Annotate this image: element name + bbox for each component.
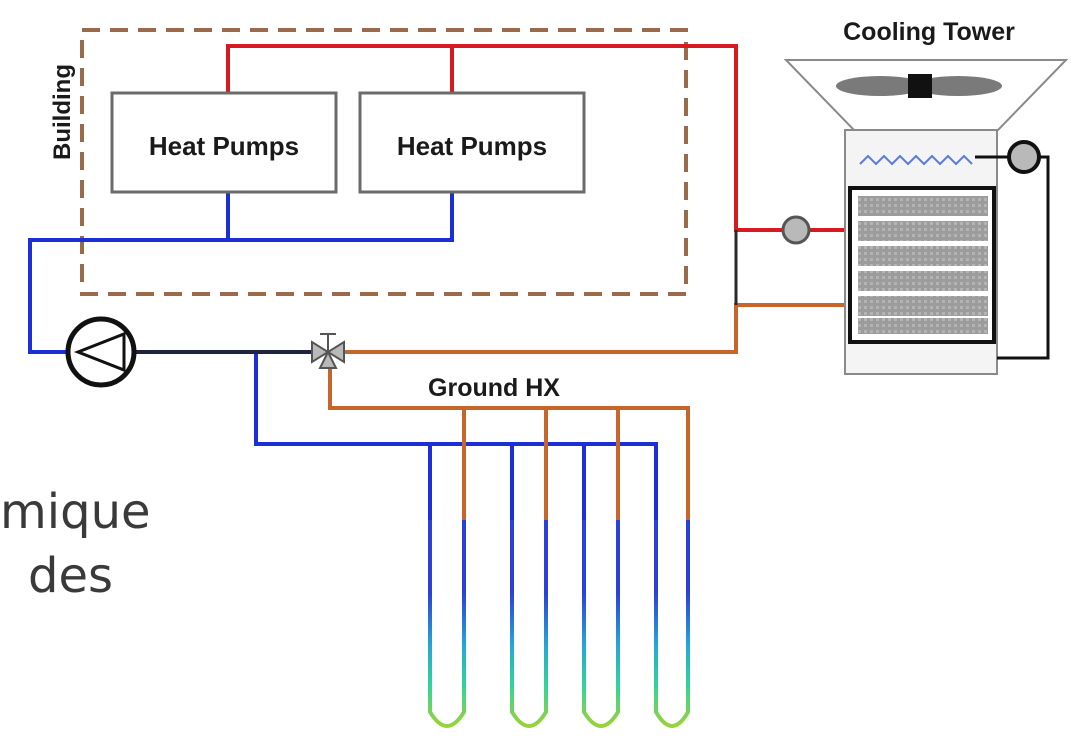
heat-pump-label-1: Heat Pumps <box>149 131 299 161</box>
cooling-tower: Cooling Tower <box>783 18 1069 375</box>
cooling-tower-title: Cooling Tower <box>843 18 1015 46</box>
slide-text-line-1: mique <box>0 484 151 540</box>
ground-hx-label: Ground HX <box>428 374 560 402</box>
tower-supply-pump-icon <box>781 215 811 245</box>
borehole-loops <box>428 520 690 728</box>
cooling-tower-fan-icon <box>836 74 1002 98</box>
cooling-coils <box>858 196 988 334</box>
heat-pump-label-2: Heat Pumps <box>397 131 547 161</box>
return-blue-pipes <box>28 192 658 520</box>
tower-pump-icon <box>1007 140 1041 174</box>
building-boundary <box>80 28 688 296</box>
three-way-valve-icon <box>311 333 345 369</box>
heat-pump-box-2 <box>358 91 586 194</box>
tower-recirculation-return <box>997 155 1050 360</box>
slide-text-line-2: des <box>28 548 114 604</box>
building-label: Building <box>49 64 76 160</box>
spray-nozzles <box>859 154 973 166</box>
heat-pump-box-1 <box>110 91 338 194</box>
supply-red-pipes <box>226 44 850 232</box>
ground-orange-pipes <box>328 303 850 520</box>
circulation-pump-icon <box>65 316 137 388</box>
